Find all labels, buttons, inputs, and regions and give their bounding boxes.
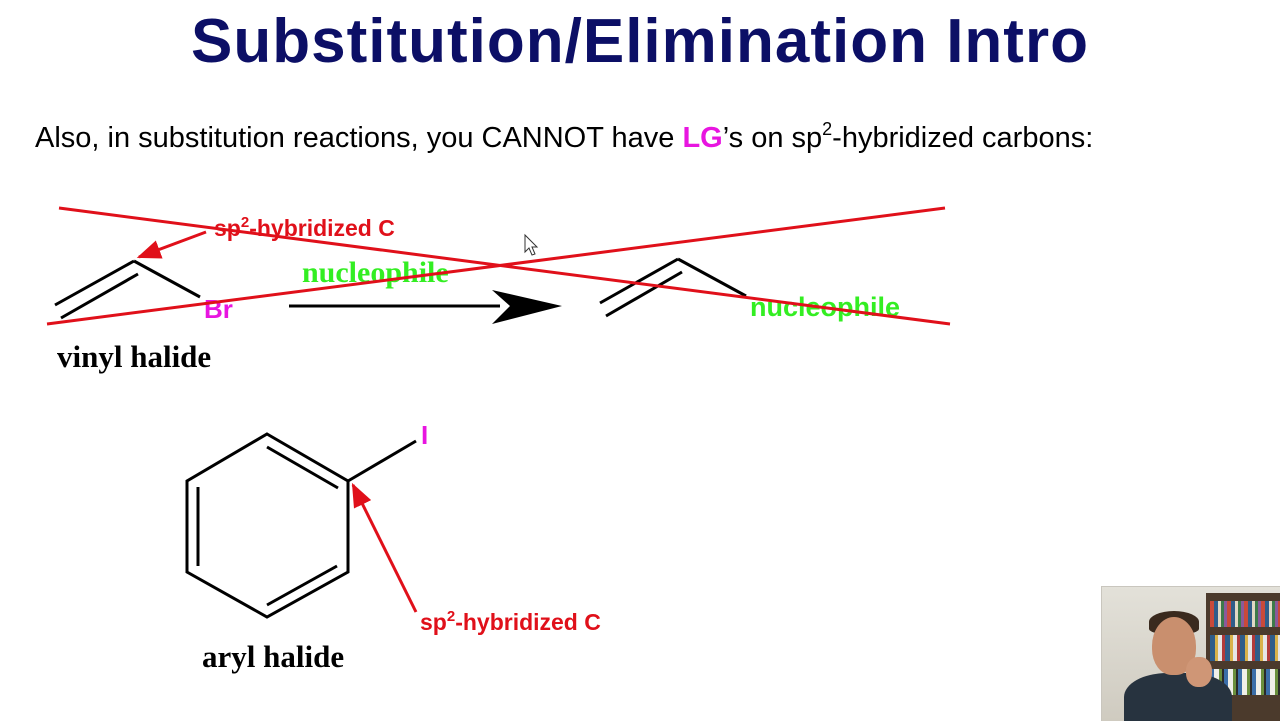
lg-highlight: LG xyxy=(682,122,723,154)
intro-text-middle: ’s on sp xyxy=(722,122,823,154)
aryl-leaving-group-i: I xyxy=(421,420,428,450)
presenter-webcam-video xyxy=(1101,586,1280,721)
intro-text-end: -hybridized carbons: xyxy=(832,122,1094,154)
slide-title: Substitution/Elimination Intro xyxy=(191,7,1089,76)
vinyl-leaving-group-br: Br xyxy=(204,294,233,324)
aryl-sp2-arrow xyxy=(351,482,418,613)
vinyl-sp2-label: sp2-hybridized C xyxy=(214,214,395,241)
intro-text: Also, in substitution reactions, you CAN… xyxy=(35,120,1093,156)
reagent-nucleophile-label: nucleophile xyxy=(302,256,449,289)
aryl-halide-ring xyxy=(185,432,417,619)
vinyl-sp2-arrow xyxy=(136,230,207,259)
vinyl-halide-caption: vinyl halide xyxy=(57,339,211,374)
intro-text-start: Also, in substitution reactions, you CAN… xyxy=(35,122,683,154)
aryl-sp2-label: sp2-hybridized C xyxy=(420,608,601,635)
aryl-halide-caption: aryl halide xyxy=(202,639,344,674)
vinyl-halide-structure xyxy=(54,259,201,320)
cross-out-line-2 xyxy=(46,206,946,326)
mouse-cursor-icon xyxy=(524,233,539,256)
product-structure xyxy=(599,257,747,318)
reaction-arrow xyxy=(289,290,562,324)
intro-superscript: 2 xyxy=(822,119,833,139)
